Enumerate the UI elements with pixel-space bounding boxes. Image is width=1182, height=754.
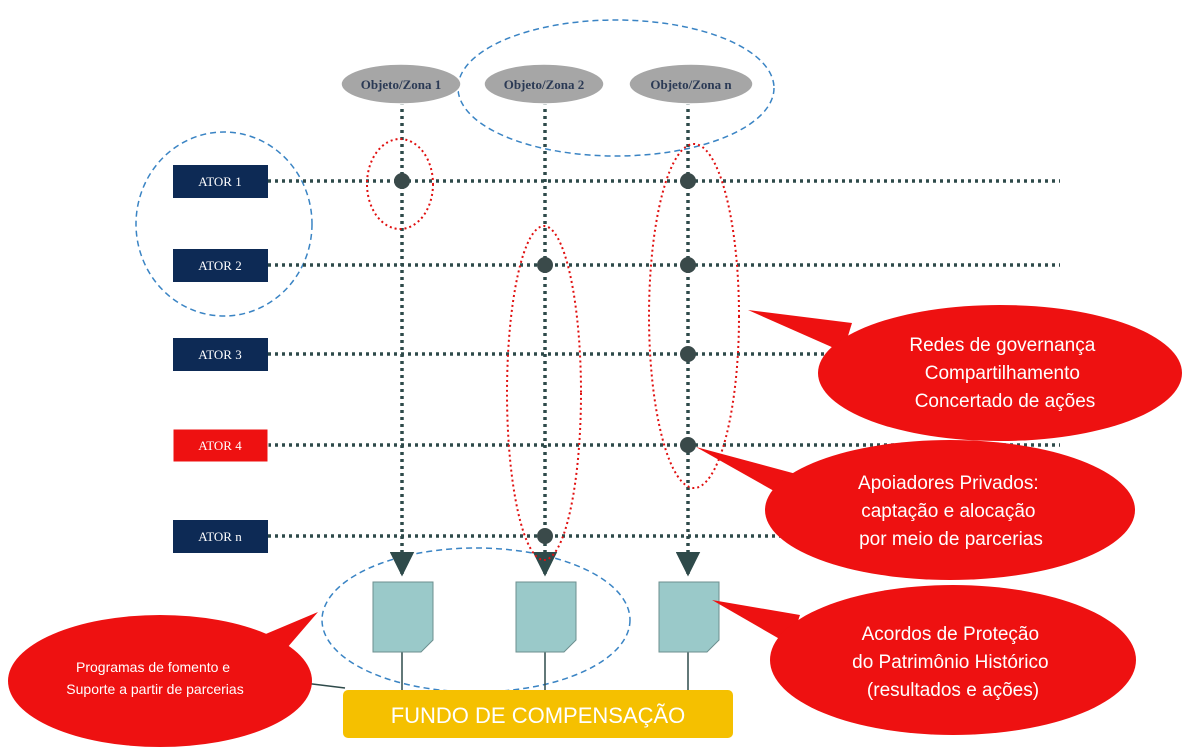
callout-agreements-line-1: Acordos de Proteção — [862, 624, 1039, 645]
zone-n-ellipse — [628, 63, 754, 105]
zone-n-label: Objeto/Zona n — [650, 77, 732, 92]
callout-private-line-3: por meio de parcerias — [859, 529, 1043, 550]
zone-2-highlight — [506, 225, 582, 561]
callout-programs-bubble — [8, 615, 312, 747]
callout-private-bubble — [765, 440, 1135, 580]
actor-box-2: ATOR 2 — [173, 249, 268, 282]
actors-group-ellipse — [135, 131, 313, 317]
callout-agreements-pointer — [712, 600, 800, 645]
callout-programs-text: Programas de fomento e Suporte a partir … — [66, 659, 243, 697]
node-actor4-zonen — [680, 437, 696, 453]
actor-box-1: ATOR 1 — [173, 165, 268, 198]
callout-agreements-bubble — [770, 585, 1136, 735]
callout-private-text: Apoiadores Privados: captação e alocação… — [858, 473, 1044, 550]
callout-agreements: Acordos de Proteção do Patrimônio Histór… — [712, 585, 1136, 735]
fund-connectors — [295, 652, 689, 690]
actor-1-label: ATOR 1 — [198, 174, 241, 189]
actor-4-label: ATOR 4 — [198, 438, 242, 453]
actor-2-rect — [173, 249, 268, 282]
node-actor1-zonen — [680, 173, 696, 189]
connection-nodes — [394, 173, 696, 544]
node-actor2-zonen — [680, 257, 696, 273]
actor-box-n: ATOR n — [173, 520, 268, 553]
document-2-icon — [515, 581, 577, 653]
zone-header-2: Objeto/Zona 2 — [483, 63, 605, 105]
zone-header-n: Objeto/Zona n — [628, 63, 754, 105]
actor-2-label: ATOR 2 — [198, 258, 241, 273]
documents-group-ellipse — [321, 547, 631, 693]
zone-header-1: Objeto/Zona 1 — [340, 63, 462, 105]
callout-governance-bubble — [818, 305, 1182, 441]
callout-agreements-text: Acordos de Proteção do Patrimônio Histór… — [852, 624, 1054, 701]
callout-agreements-line-2: do Patrimônio Histórico — [852, 652, 1048, 673]
node-actor2-zone2 — [537, 257, 553, 273]
zone-1-label: Objeto/Zona 1 — [361, 77, 442, 92]
callout-governance: Redes de governança Compartilhamento Con… — [748, 305, 1182, 441]
zone-2-label: Objeto/Zona 2 — [504, 77, 585, 92]
actor-n-label: ATOR n — [198, 529, 242, 544]
zone-1-actor-1-highlight — [366, 138, 434, 230]
actor-n-rect — [173, 520, 268, 553]
callout-governance-pointer — [748, 310, 852, 352]
callout-governance-text: Redes de governança Compartilhamento Con… — [909, 335, 1100, 412]
fund-label: FUNDO DE COMPENSAÇÃO — [391, 703, 686, 728]
zone-lines — [389, 102, 701, 577]
callout-agreements-line-3: (resultados e ações) — [867, 680, 1039, 701]
zones-group-ellipse — [457, 19, 775, 157]
zone-1-ellipse — [340, 63, 462, 105]
actor-3-label: ATOR 3 — [198, 347, 241, 362]
document-1-icon — [372, 581, 434, 653]
callout-governance-line-2: Compartilhamento — [925, 363, 1080, 384]
actor-3-rect — [173, 338, 268, 371]
zone-2-ellipse — [483, 63, 605, 105]
callout-private-pointer — [696, 447, 800, 500]
callout-governance-line-3: Concertado de ações — [915, 391, 1096, 412]
callout-programs: Programas de fomento e Suporte a partir … — [8, 612, 318, 747]
node-actor1-zone1 — [394, 173, 410, 189]
fund-box: FUNDO DE COMPENSAÇÃO — [343, 690, 733, 738]
callout-private-line-1: Apoiadores Privados: — [858, 473, 1039, 494]
callout-private: Apoiadores Privados: captação e alocação… — [696, 440, 1135, 580]
node-actorn-zone2 — [537, 528, 553, 544]
actor-box-4: ATOR 4 — [172, 428, 269, 463]
zone-n-highlight — [648, 143, 740, 489]
actor-1-rect — [173, 165, 268, 198]
callout-governance-line-1: Redes de governança — [909, 335, 1095, 356]
fund-rect — [343, 690, 733, 738]
actor-box-3: ATOR 3 — [173, 338, 268, 371]
actor-4-rect — [172, 428, 269, 463]
document-n-icon — [658, 581, 720, 653]
callout-private-line-2: captação e alocação — [861, 501, 1035, 522]
callout-programs-line-1: Programas de fomento e — [76, 659, 230, 675]
node-actor3-zonen — [680, 346, 696, 362]
callout-programs-line-2: Suporte a partir de parcerias — [66, 681, 243, 697]
